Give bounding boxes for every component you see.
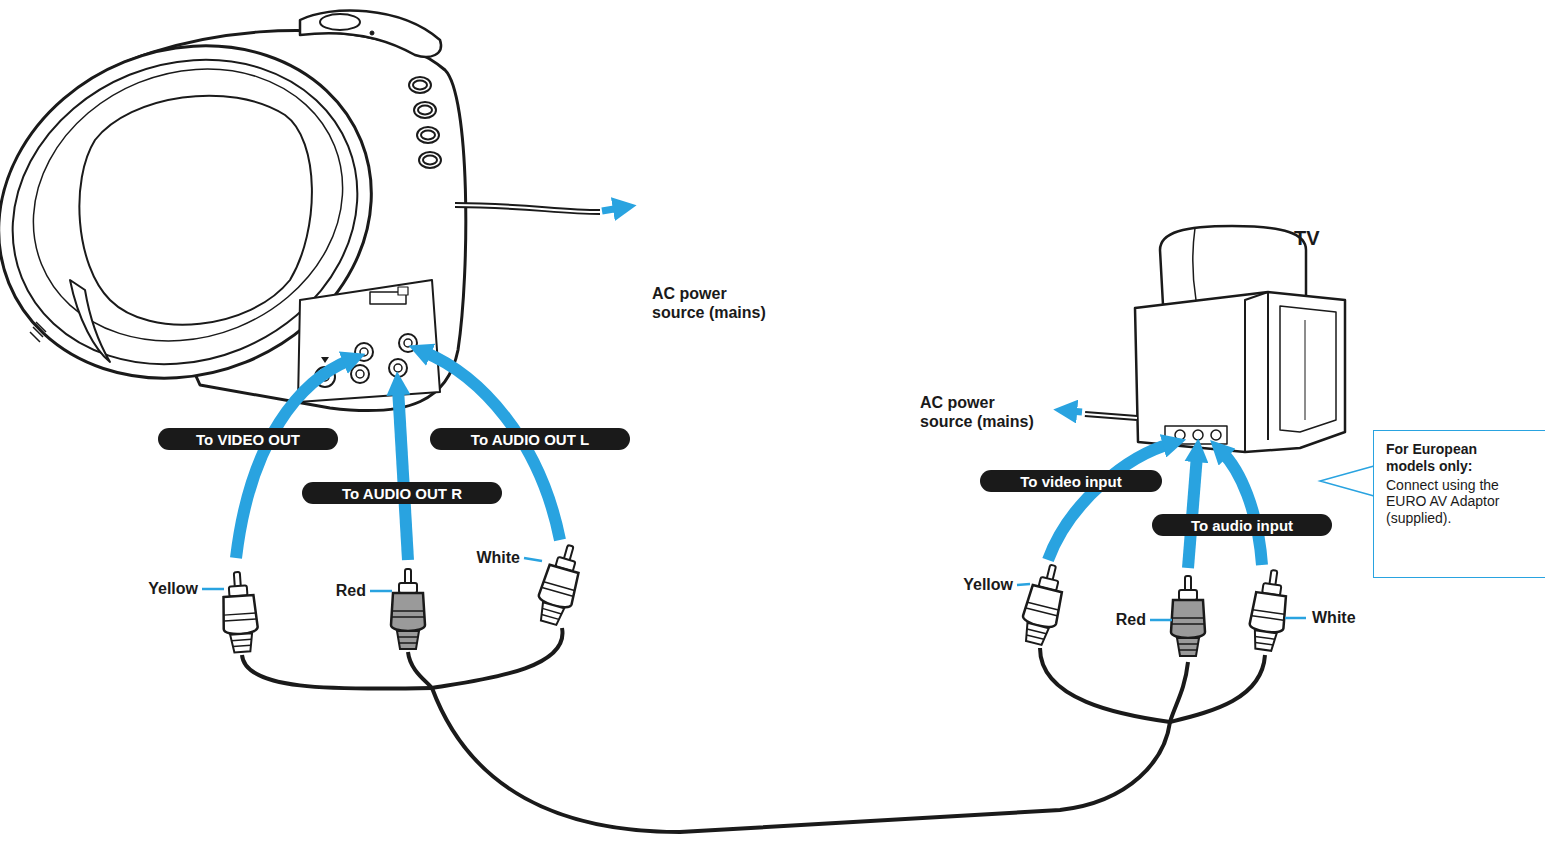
plug-color: Red	[1116, 610, 1146, 629]
callout-text: To AUDIO OUT L	[471, 431, 589, 448]
callout-text: To video input	[1020, 473, 1121, 490]
note-callout: For European models only:Connect using t…	[1373, 430, 1545, 578]
av-cable	[242, 628, 1265, 832]
callout-text: To AUDIO OUT R	[342, 485, 462, 502]
device-name: TV	[1294, 226, 1320, 250]
note-body: Connect using the EURO AV Adaptor (suppl…	[1386, 477, 1537, 527]
power-note: AC power source (mains)	[652, 284, 782, 322]
plug-color: Yellow	[963, 575, 1013, 594]
jack-callout: To VIDEO OUT	[158, 428, 338, 450]
plug-color: White	[476, 548, 520, 567]
callout-text: For European models only:	[1386, 441, 1504, 475]
callout-text: To audio input	[1191, 517, 1293, 534]
jack-callout: To audio input	[1152, 514, 1332, 536]
jack-callout: To AUDIO OUT R	[302, 482, 502, 504]
power-note: AC power source (mains)	[920, 393, 1050, 431]
callout-text: To VIDEO OUT	[196, 431, 300, 448]
jack-callout: To video input	[980, 470, 1162, 492]
disc-player	[0, 0, 466, 433]
plug-color: White	[1312, 608, 1356, 627]
plug-color: Yellow	[148, 579, 198, 598]
tv-set	[1135, 226, 1345, 452]
jack-callout: To AUDIO OUT L	[430, 428, 630, 450]
leader-line	[202, 558, 1306, 620]
connection-arrow	[236, 352, 1262, 568]
plug-color: Red	[336, 581, 366, 600]
